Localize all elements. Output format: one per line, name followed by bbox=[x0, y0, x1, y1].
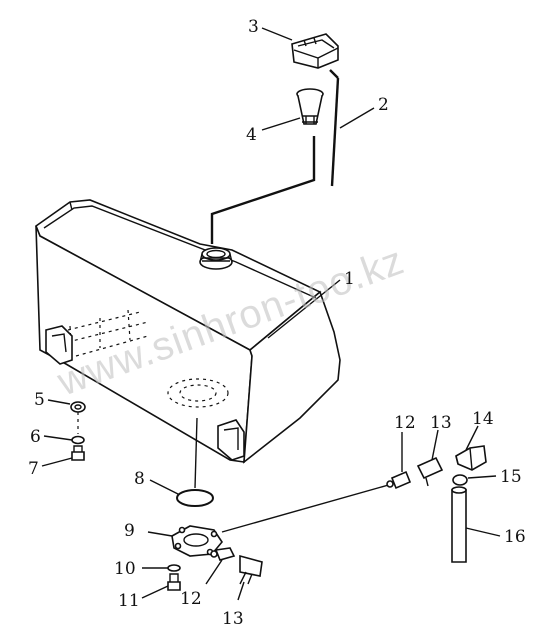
filler-cap bbox=[291, 33, 339, 69]
callout-12-lower: 12 bbox=[180, 589, 202, 609]
callout-16: 16 bbox=[504, 527, 526, 547]
nipple-12-lower bbox=[210, 547, 236, 561]
hose-16 bbox=[451, 486, 467, 563]
callout-labels: 1 2 3 4 5 6 7 8 9 10 11 12 12 13 13 14 1… bbox=[28, 17, 526, 629]
callout-8: 8 bbox=[134, 469, 145, 489]
callout-15: 15 bbox=[500, 467, 522, 487]
filler-neck bbox=[199, 247, 233, 270]
elbow-13-right bbox=[416, 456, 444, 487]
callout-2: 2 bbox=[378, 95, 389, 115]
callout-11: 11 bbox=[118, 591, 140, 611]
callout-1: 1 bbox=[344, 269, 355, 289]
bolt-7 bbox=[71, 445, 85, 461]
filler-strainer bbox=[296, 88, 324, 125]
callout-14: 14 bbox=[472, 409, 494, 429]
o-ring bbox=[176, 489, 214, 507]
washer-10 bbox=[167, 564, 181, 572]
callout-6: 6 bbox=[30, 427, 41, 447]
drain-cover bbox=[171, 525, 223, 557]
washer-6 bbox=[71, 435, 85, 445]
elbow-13-lower bbox=[239, 554, 263, 585]
callout-10: 10 bbox=[114, 559, 136, 579]
callout-13-lower: 13 bbox=[222, 609, 244, 629]
callout-9: 9 bbox=[124, 521, 135, 541]
fastener-5 bbox=[70, 401, 86, 413]
callout-13-right: 13 bbox=[430, 413, 452, 433]
callout-12-right: 12 bbox=[394, 413, 416, 433]
callout-4: 4 bbox=[246, 125, 257, 145]
callout-7: 7 bbox=[28, 459, 39, 479]
fuel-tank bbox=[35, 199, 341, 464]
bolt-11 bbox=[167, 573, 181, 591]
fitting-14 bbox=[455, 445, 487, 471]
nipple-12-right bbox=[386, 470, 412, 490]
gauge-rod bbox=[329, 69, 340, 187]
callout-3: 3 bbox=[248, 17, 259, 37]
clamp-15 bbox=[452, 474, 468, 486]
callout-5: 5 bbox=[34, 390, 45, 410]
